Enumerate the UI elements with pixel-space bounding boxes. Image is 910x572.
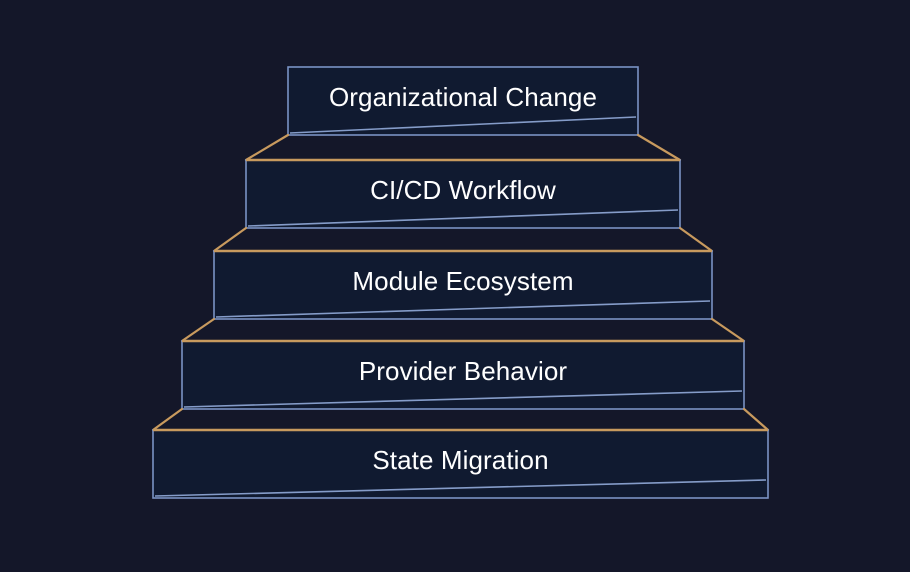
tier-depth-line <box>247 209 679 227</box>
tier-organizational-change[interactable]: Organizational Change <box>287 66 639 136</box>
tier-connector-right <box>678 226 714 253</box>
tier-label: Provider Behavior <box>359 356 568 386</box>
tier-label: CI/CD Workflow <box>370 175 556 205</box>
tier-state-migration[interactable]: State Migration <box>151 407 770 499</box>
tier-box[interactable] <box>213 250 713 320</box>
tier-depth-line <box>215 300 711 318</box>
tier-connector-right <box>636 133 682 162</box>
tier-connector-left <box>180 317 216 343</box>
tier-connector-right <box>742 407 770 432</box>
tier-connector-left <box>244 133 290 162</box>
tier-provider-behavior[interactable]: Provider Behavior <box>180 317 746 410</box>
tier-connector-left <box>151 407 184 432</box>
tier-label: Module Ecosystem <box>352 266 573 296</box>
tier-label: State Migration <box>372 445 548 475</box>
tier-ci-cd-workflow[interactable]: CI/CD Workflow <box>244 133 682 229</box>
tier-module-ecosystem[interactable]: Module Ecosystem <box>212 226 714 320</box>
tier-box[interactable] <box>287 66 639 136</box>
tier-depth-line <box>154 479 767 497</box>
tier-box[interactable] <box>181 340 745 410</box>
tier-label: Organizational Change <box>329 82 597 112</box>
tier-depth-line <box>289 116 637 134</box>
tier-connector-right <box>710 317 746 343</box>
tier-depth-line <box>183 390 743 408</box>
tier-connector-left <box>212 226 248 253</box>
tier-box[interactable] <box>152 429 769 499</box>
tier-box[interactable] <box>245 159 681 229</box>
